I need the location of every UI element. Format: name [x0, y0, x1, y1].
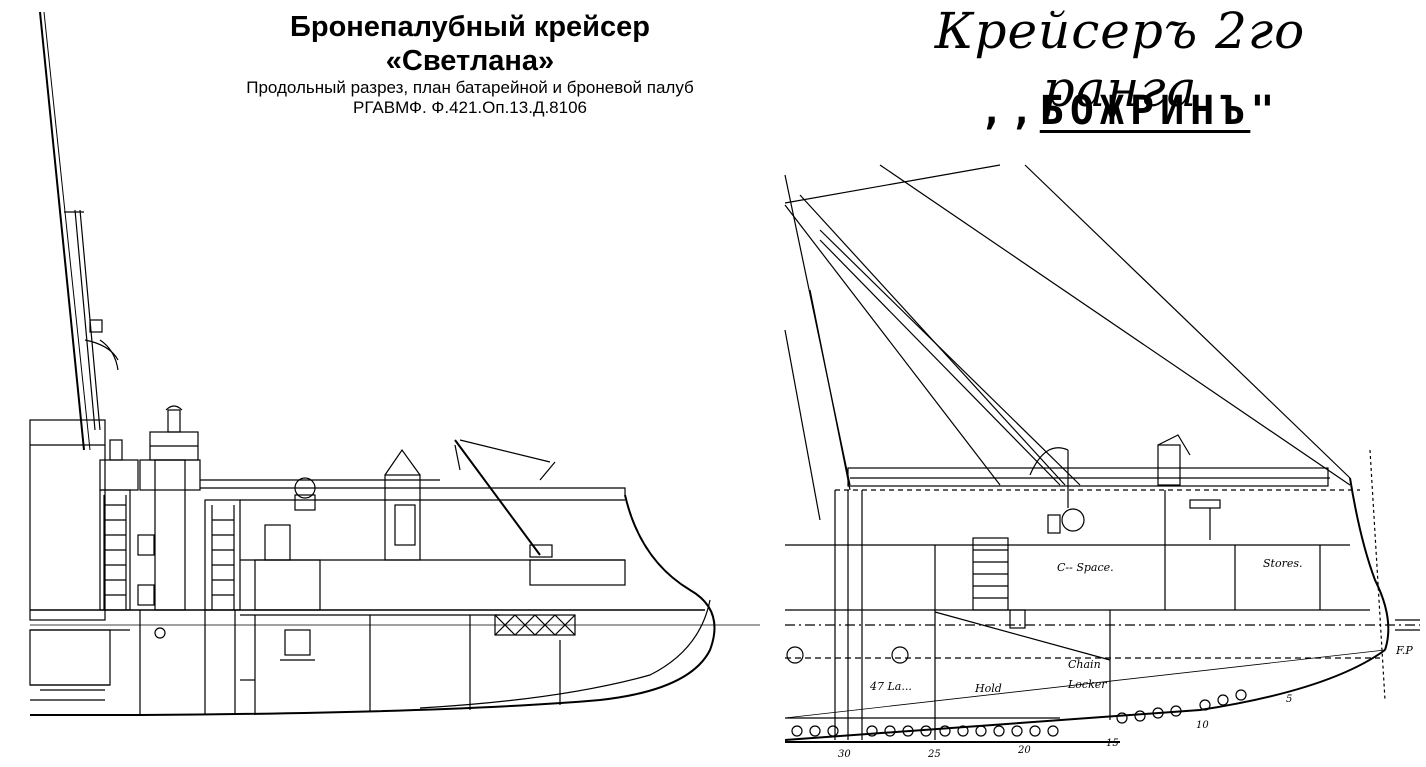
frame-number-25: 25 [927, 749, 941, 760]
locker-label: Locker [1067, 678, 1107, 691]
crew-space-label: C-- Space. [1057, 561, 1114, 574]
hold-label: Hold [974, 682, 1002, 695]
svetlana-bow-section-drawing [29, 11, 760, 716]
frame-number-20: 20 [1017, 745, 1031, 756]
left-drawing-panel: Бронепалубный крейсер «Светлана» Продоль… [29, 11, 760, 716]
ship-name-quote-open: ,, [979, 88, 1040, 134]
hold2-label: 47 La... [869, 680, 912, 693]
stores-label: Stores. [1263, 557, 1303, 570]
frame-number-10: 10 [1196, 720, 1209, 731]
frame-number-30: 30 [838, 749, 851, 760]
script-ship-class-title: Крейсеръ 2го ранга [934, 2, 1306, 118]
ship-name-quote-close: " [1250, 88, 1281, 134]
chain-label: Chain [1068, 658, 1101, 671]
left-title-block: Бронепалубный крейсер «Светлана» Продоль… [170, 10, 770, 118]
drawing-subtitle: Продольный разрез, план батарейной и бро… [246, 78, 694, 97]
archive-reference: РГАВМФ. Ф.421.Оп.13.Д.8106 [353, 98, 587, 117]
cruiser-type-title: Бронепалубный крейсер [290, 11, 650, 43]
forward-perpendicular-label: F.P [1395, 644, 1413, 657]
frame-number-5: 5 [1286, 694, 1292, 705]
cruiser-name-title: «Светлана» [385, 45, 555, 77]
ship-name-text: БОЖРИНЪ [1039, 88, 1251, 134]
ship-name-heading: ,,БОЖРИНЪ" [950, 88, 1310, 134]
frame-number-15: 15 [1106, 738, 1119, 749]
